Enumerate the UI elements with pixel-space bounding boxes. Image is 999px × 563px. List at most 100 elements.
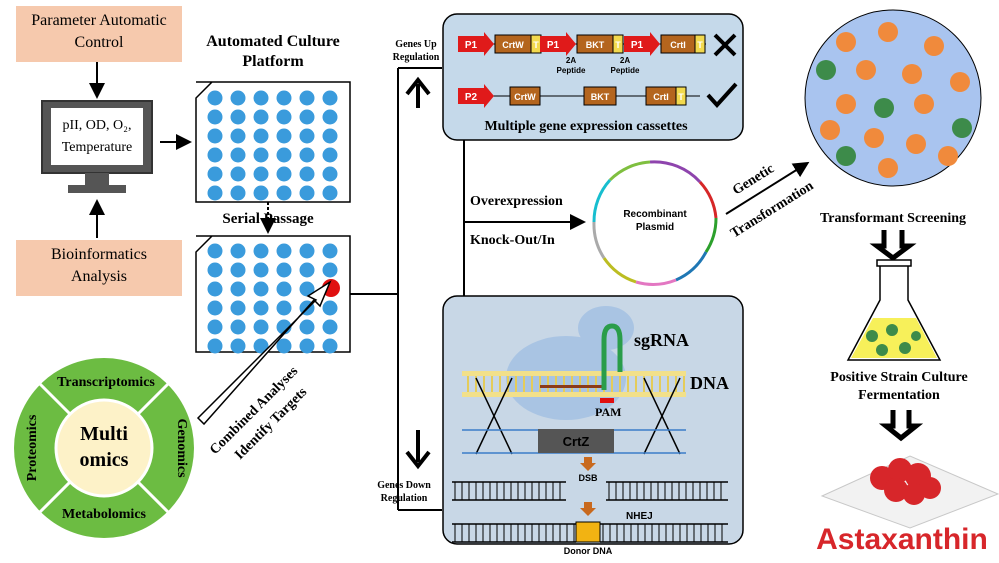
sgrna-icon xyxy=(601,323,623,390)
well xyxy=(299,185,315,201)
plasmid-label-line2: Plasmid xyxy=(636,222,674,233)
well xyxy=(253,262,269,278)
peptide-1-label-b: Peptide xyxy=(557,66,586,75)
cell xyxy=(878,22,898,42)
well xyxy=(230,262,246,278)
donor-label: Donor DNA xyxy=(564,546,613,556)
pam-marker xyxy=(600,398,614,403)
plasmid-label-line1: Recombinant xyxy=(623,209,687,220)
screening-label: Transformant Screening xyxy=(820,211,966,226)
well xyxy=(230,128,246,144)
gene-label: CrtW xyxy=(502,40,524,50)
well xyxy=(230,166,246,182)
monitor-text-line1: pII, OD, O₂, xyxy=(62,118,131,133)
well xyxy=(253,109,269,125)
gene-label: CrtI xyxy=(653,92,669,102)
well xyxy=(276,319,292,335)
well xyxy=(230,147,246,163)
well xyxy=(299,109,315,125)
terminator-label: T xyxy=(697,40,703,50)
promoter-label: P1 xyxy=(631,40,644,51)
up-arrow-icon xyxy=(405,76,431,108)
omics-center-line1: Multi xyxy=(80,423,128,445)
well xyxy=(230,90,246,106)
genetic-transformation-arrow xyxy=(725,161,810,215)
well xyxy=(322,185,338,201)
homologous-crossover xyxy=(475,377,681,455)
well xyxy=(230,338,246,354)
well xyxy=(322,109,338,125)
parameter-control-line1: Parameter Automatic xyxy=(31,12,167,29)
promoter-label: P2 xyxy=(465,92,478,103)
well xyxy=(207,243,223,259)
genes-down-line1: Genes Down xyxy=(377,480,431,491)
well xyxy=(322,300,338,316)
well xyxy=(299,243,315,259)
nhej-arrow xyxy=(580,502,596,516)
promoter-arrow xyxy=(624,32,660,56)
genes-up-line1: Genes Up xyxy=(395,39,437,50)
well xyxy=(253,90,269,106)
promoter-arrow xyxy=(458,84,494,108)
well xyxy=(207,319,223,335)
well xyxy=(207,300,223,316)
omics-metabolomics: Metabolomics xyxy=(62,507,147,522)
culture-label-line1: Positive Strain Culture xyxy=(830,370,967,385)
dna-rungs xyxy=(467,376,685,392)
cell xyxy=(836,32,856,52)
well xyxy=(207,166,223,182)
well xyxy=(322,90,338,106)
well xyxy=(299,128,315,144)
well xyxy=(276,262,292,278)
fermentation-flask-icon xyxy=(846,259,942,361)
gene-label: BKT xyxy=(586,40,605,50)
branch-connector xyxy=(350,67,442,511)
well xyxy=(253,166,269,182)
monitor-icon xyxy=(41,100,153,193)
cell xyxy=(938,146,958,166)
cell xyxy=(856,60,876,80)
cell xyxy=(874,98,894,118)
crtz-gene xyxy=(538,429,614,453)
cell xyxy=(952,118,972,138)
promoter-label: P1 xyxy=(465,40,478,51)
parameter-control-box: Parameter Automatic Control xyxy=(16,6,182,62)
culture-title-line2: Platform xyxy=(242,53,304,70)
bioinformatics-line2: Analysis xyxy=(71,268,127,285)
cell xyxy=(914,94,934,114)
well xyxy=(253,319,269,335)
cell xyxy=(950,72,970,92)
gene-label: BKT xyxy=(591,92,610,102)
well xyxy=(276,128,292,144)
well xyxy=(207,338,223,354)
cell xyxy=(878,158,898,178)
cell xyxy=(816,60,836,80)
target-strand xyxy=(540,385,606,388)
well xyxy=(299,262,315,278)
promoter-arrow xyxy=(458,32,494,56)
well xyxy=(253,243,269,259)
nhej-label: NHEJ xyxy=(626,511,653,522)
well xyxy=(230,109,246,125)
overexpression-label: Overexpression xyxy=(470,194,563,209)
culture-platform-title: Automated Culture Platform xyxy=(188,32,358,72)
astaxanthin-product-icon xyxy=(820,455,999,529)
well xyxy=(299,166,315,182)
well xyxy=(207,262,223,278)
well xyxy=(322,166,338,182)
omics-center-line2: omics xyxy=(80,449,129,471)
well xyxy=(299,281,315,297)
promoter-arrow xyxy=(540,32,576,56)
cell xyxy=(906,134,926,154)
monitor-text-line2: Temperature xyxy=(62,140,133,155)
cas9-body xyxy=(506,336,626,420)
cross-icon xyxy=(713,33,737,57)
transformant-cells xyxy=(816,22,972,178)
culture-label-line2: Fermentation xyxy=(858,388,940,403)
genetic-label: Genetic xyxy=(730,161,777,198)
terminator-label: T xyxy=(678,92,684,102)
down-arrow-icon xyxy=(405,430,431,470)
